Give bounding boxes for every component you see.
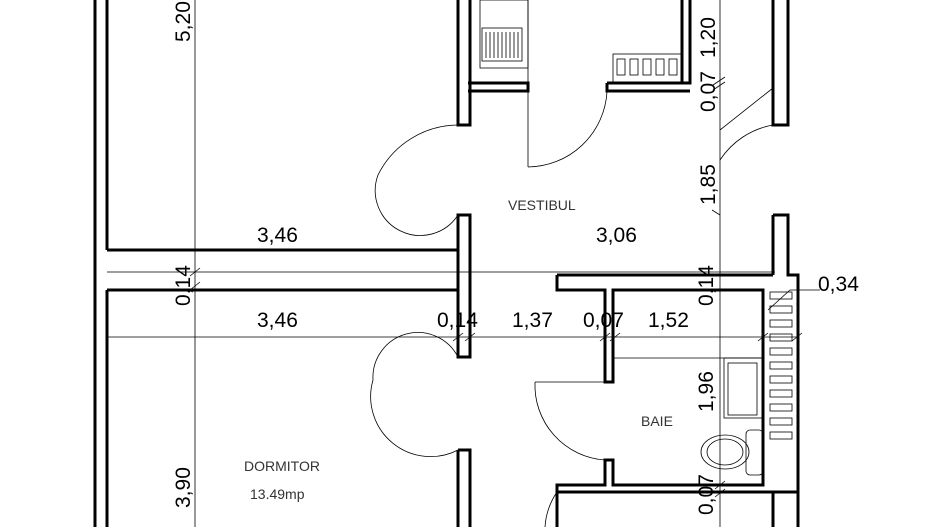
radiator-bath — [769, 291, 793, 440]
dim-bath-bottom: 0,07 — [695, 474, 718, 515]
dim-vestibul-width: 3,06 — [596, 224, 637, 247]
dim-kitchen-gap: 0,07 — [697, 71, 720, 112]
room-area-dormitor: 13.49mp — [250, 486, 305, 502]
dim-hall-width: 1,37 — [512, 309, 553, 332]
dim-partition: 0,14 — [437, 309, 478, 332]
stove — [479, 0, 529, 69]
room-label-dormitor: DORMITOR — [244, 458, 320, 474]
dim-wall-right: 0,14 — [695, 265, 718, 306]
dim-dormitor-width: 3,46 — [257, 309, 298, 332]
radiator-kitchen — [612, 53, 683, 83]
walls — [93, 0, 800, 527]
dim-bath-partition: 0,07 — [583, 309, 624, 332]
room-label-baie: BAIE — [641, 413, 673, 429]
dim-dormitor-height: 3,90 — [172, 467, 195, 508]
doors — [370, 0, 774, 527]
dim-kitchen-wall: 1,20 — [697, 17, 720, 58]
bathtub — [723, 357, 764, 419]
dim-vestibul-height: 1,85 — [697, 164, 720, 205]
dim-top-left-height: 5,20 — [172, 1, 195, 42]
dim-top-left-width: 3,46 — [257, 224, 298, 247]
toilet — [700, 429, 764, 476]
dim-wall-left: 0,14 — [172, 265, 195, 306]
dim-bath-width: 1,52 — [648, 309, 689, 332]
dimension-lines — [107, 0, 820, 527]
room-label-vestibul: VESTIBUL — [508, 197, 576, 213]
dim-duct: 0,34 — [818, 273, 859, 296]
dim-bath-height: 1,96 — [695, 371, 718, 412]
